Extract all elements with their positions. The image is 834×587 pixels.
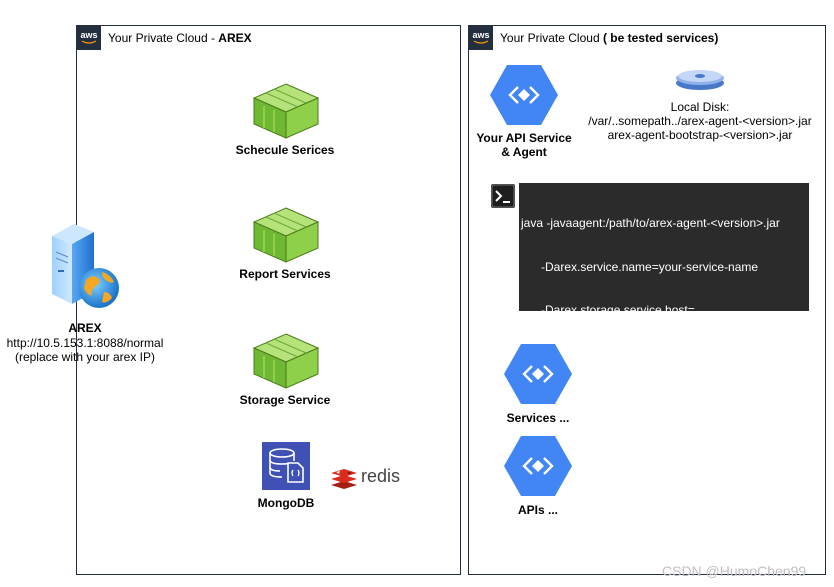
local-disk-label-3: arex-agent-bootstrap-<version>.jar bbox=[607, 128, 793, 142]
services-node-icon bbox=[503, 342, 573, 406]
tested-cloud-header: aws Your Private Cloud ( be tested servi… bbox=[469, 26, 718, 50]
redis-label: redis bbox=[361, 466, 401, 486]
arex-server-icon bbox=[44, 222, 124, 312]
terminal-command-block: java -javaagent:/path/to/arex-agent-<ver… bbox=[519, 183, 809, 404]
arex-server-name: AREX bbox=[68, 321, 102, 335]
mongodb-icon bbox=[262, 442, 310, 490]
terminal-line: -Darex.storage.service.host= bbox=[521, 303, 695, 317]
apis-node-icon bbox=[503, 434, 573, 498]
arex-cloud-title: Your Private Cloud - AREX bbox=[108, 31, 252, 45]
terminal-line: -Darex.service.name=your-service-name bbox=[521, 259, 759, 274]
schedule-service-label: Schecule Serices bbox=[235, 143, 335, 157]
api-service-label-2: & Agent bbox=[501, 145, 547, 159]
storage-service-icon bbox=[252, 332, 320, 390]
tested-cloud-title: Your Private Cloud ( be tested services) bbox=[500, 31, 719, 45]
local-disk-icon bbox=[674, 64, 726, 92]
mongodb-label: MongoDB bbox=[257, 496, 315, 510]
watermark: CSDN @HumoChen99 bbox=[662, 563, 807, 579]
local-disk-label-1: Local Disk: bbox=[670, 100, 730, 114]
arex-server-url: http://10.5.153.1:8088/normal bbox=[6, 336, 164, 350]
report-service-label: Report Services bbox=[239, 267, 331, 281]
redis-icon bbox=[330, 464, 358, 490]
apis-node-label: APIs ... bbox=[517, 503, 558, 517]
aws-icon: aws bbox=[77, 26, 101, 50]
arex-server-note: (replace with your arex IP) bbox=[14, 350, 156, 364]
terminal-icon bbox=[491, 184, 515, 208]
local-disk-label-2: /var/..somepath../arex-agent-<version>.j… bbox=[588, 114, 812, 128]
arex-cloud-header: aws Your Private Cloud - AREX bbox=[77, 26, 252, 50]
services-node-label: Services ... bbox=[506, 411, 570, 425]
aws-icon: aws bbox=[469, 26, 493, 50]
api-service-icon bbox=[489, 63, 559, 127]
api-service-label-1: Your API Service bbox=[476, 131, 572, 145]
report-service-icon bbox=[252, 206, 320, 264]
storage-service-label: Storage Service bbox=[239, 393, 331, 407]
schedule-service-icon bbox=[252, 82, 320, 140]
terminal-line: java -javaagent:/path/to/arex-agent-<ver… bbox=[521, 216, 780, 230]
